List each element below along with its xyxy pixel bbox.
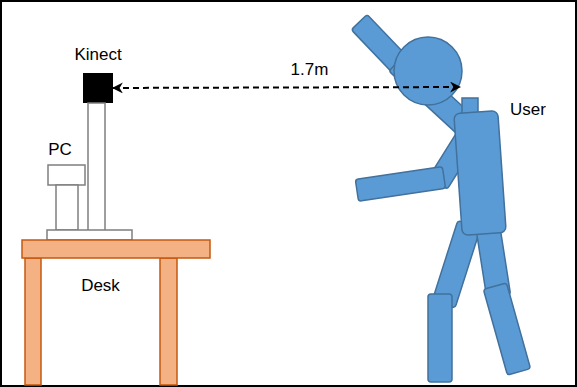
- person-label: User: [510, 100, 570, 120]
- pc-monitor-part: [56, 185, 78, 230]
- pc-monitor-part: [88, 103, 105, 231]
- desk-part: [25, 258, 41, 385]
- left-shin: [428, 294, 452, 382]
- furniture-label: Desk: [41, 276, 160, 296]
- device-label: PC: [42, 140, 78, 160]
- distance-arrow: [113, 86, 460, 89]
- pc-monitor-part: [48, 165, 85, 185]
- right-shin: [483, 283, 530, 375]
- user-head: [394, 37, 462, 105]
- user-figure: [351, 15, 530, 382]
- user-anchor: User: [460, 47, 474, 127]
- desk: Desk: [22, 240, 210, 385]
- desk-part: [22, 240, 210, 258]
- user-torso: [454, 111, 506, 236]
- kinect-sensor: Kinect: [83, 73, 113, 103]
- pc-monitor-outline: [46, 100, 134, 242]
- lower-forearm: [355, 167, 445, 202]
- device-label: Kinect: [61, 45, 135, 65]
- dimension-label: 1.7m: [291, 60, 329, 80]
- desk-part: [160, 258, 177, 385]
- pc-monitor: PC: [46, 100, 134, 242]
- desk-outline: [22, 240, 210, 385]
- pc-monitor-part: [47, 230, 132, 240]
